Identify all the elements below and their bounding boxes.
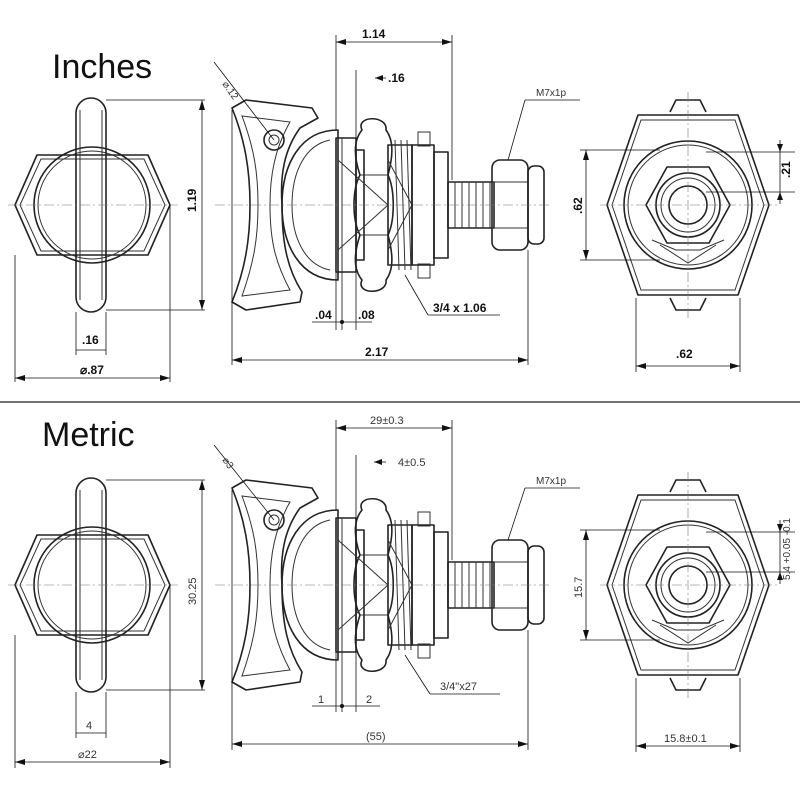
side-view-drawing xyxy=(214,99,553,311)
dim-overall-width: 1.14 xyxy=(362,27,386,41)
dim-gap-left: 1 xyxy=(318,694,324,706)
dim-gap-right: .08 xyxy=(358,308,375,322)
dim-height: 1.19 xyxy=(185,188,199,212)
dim-hole: ⌀.12 xyxy=(220,79,241,102)
dim-thread-size: 3/4"x27 xyxy=(440,681,477,693)
dim-height: 30.25 xyxy=(187,577,199,605)
metric-section: Metric 30.25 ⌀22 4 (55) 29±0.3 4±0 xyxy=(7,415,795,768)
end-view-drawing xyxy=(599,471,779,699)
section-title: Inches xyxy=(52,48,152,86)
dim-gap-right: 2 xyxy=(366,694,372,706)
dim-hex-flat: .62 xyxy=(676,347,693,361)
end-view-drawing xyxy=(599,91,779,319)
front-view-drawing xyxy=(7,477,179,693)
front-view-drawing xyxy=(7,97,179,313)
dim-hex-depth: .62 xyxy=(571,197,585,214)
section-title: Metric xyxy=(42,416,135,454)
dim-overall-length: (55) xyxy=(366,731,386,743)
dim-front-thickness: .16 xyxy=(82,333,99,347)
label-thread-spec: M7x1p xyxy=(536,476,566,487)
dim-nut-offset: .21 xyxy=(779,161,793,178)
side-view-drawing xyxy=(214,479,553,691)
dim-front-thickness: 4 xyxy=(86,720,92,732)
dim-offset: 4±0.5 xyxy=(398,457,425,469)
dim-overall-width: 29±0.3 xyxy=(370,415,404,427)
dim-hex-depth: 15.7 xyxy=(573,577,585,598)
inches-section: Inches 1.19 ⌀.87 .16 2.17 1.14 .16 xyxy=(7,27,795,382)
dim-diameter: ⌀22 xyxy=(78,749,97,761)
dim-thread-size: 3/4 x 1.06 xyxy=(433,301,487,315)
dim-gap-left: .04 xyxy=(315,308,332,322)
dim-diameter: ⌀.87 xyxy=(80,363,104,377)
dim-hex-flat: 15.8±0.1 xyxy=(664,733,707,745)
label-thread-spec: M7x1p xyxy=(536,88,566,99)
dim-nut-offset: 5.4 +0.05 -0.1 xyxy=(782,518,793,580)
dim-offset: .16 xyxy=(388,71,405,85)
dim-overall-length: 2.17 xyxy=(365,345,389,359)
